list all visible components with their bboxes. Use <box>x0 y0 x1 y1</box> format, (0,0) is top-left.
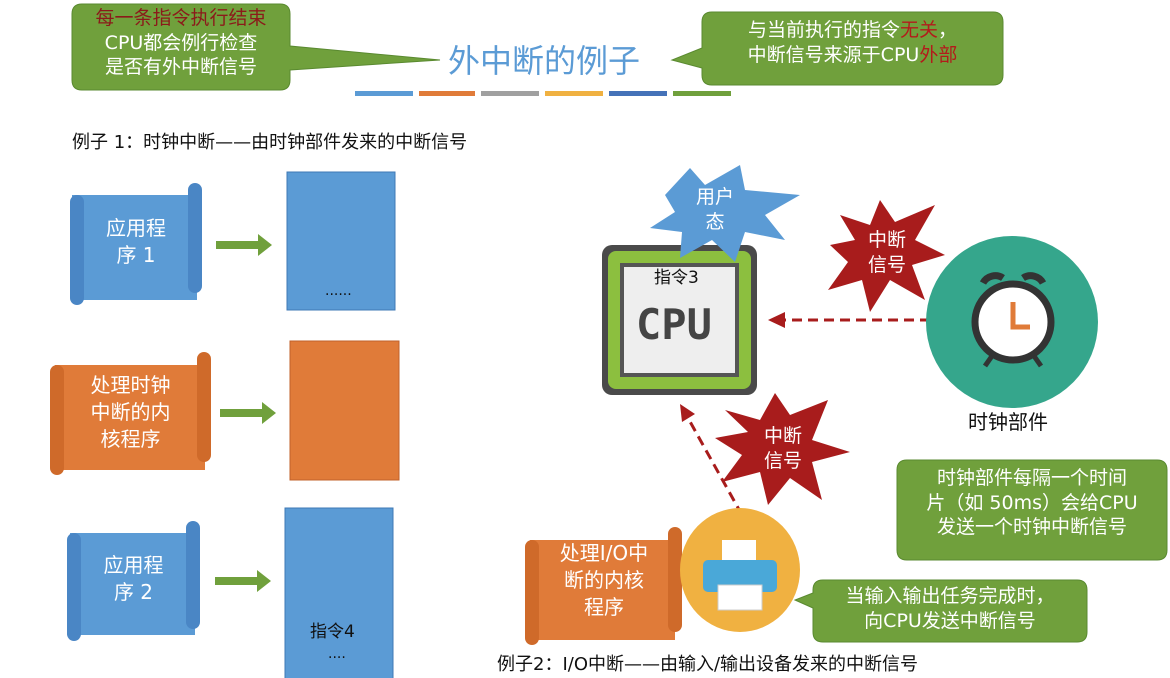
user-mode-label: 用户态 <box>695 186 734 233</box>
callout-line: CPU都会例行检查 <box>104 31 258 54</box>
interrupt-arrow-io <box>680 404 744 516</box>
scroll-io-handler-label: 处理I/O中断的内核程序 <box>559 541 649 619</box>
scroll-app-1-label: 应用程序 1 <box>106 216 166 267</box>
user-mode-burst <box>650 165 800 262</box>
scroll-app-1 <box>70 183 202 305</box>
callout-line: 每一条指令执行结束 <box>95 7 267 29</box>
printer-icon <box>680 508 800 632</box>
instruction-3-label: 指令3 <box>654 268 699 288</box>
interrupt-arrow-clock <box>768 312 930 328</box>
example2-heading: 例子2：I/O中断——由输入/输出设备发来的中断信号 <box>497 654 919 675</box>
top-right-callout-text: 与当前执行的指令无关， 中断信号来源于CPU外部 <box>704 18 1001 67</box>
interrupt-signal-label-clock: 中断信号 <box>867 229 906 276</box>
cpu-label: CPU <box>636 300 712 349</box>
top-left-callout-text: 每一条指令执行结束 CPU都会例行检查 是否有外中断信号 <box>74 6 288 80</box>
memory-block-handler <box>289 340 400 481</box>
scroll-clock-handler-label: 处理时钟中断的内核程序 <box>90 373 171 451</box>
memory-block-app-2 <box>284 507 394 678</box>
memory-block-ellipsis-2: .... <box>328 646 346 662</box>
title-underline-bars <box>355 91 731 96</box>
alarm-clock-icon <box>926 236 1098 408</box>
clock-callout-bubble <box>896 459 1168 561</box>
cpu-chip-icon <box>602 245 757 395</box>
io-callout-text: 当输入输出任务完成时，向CPU发送中断信号 <box>845 585 1055 632</box>
scroll-io-handler <box>525 527 682 645</box>
callout-line: 是否有外中断信号 <box>104 56 257 79</box>
callout-text: 中断信号来源于CPU <box>747 43 920 66</box>
interrupt-burst-io <box>715 393 850 505</box>
scroll-app-2-label: 应用程序 2 <box>103 553 164 604</box>
clock-label: 时钟部件 <box>968 410 1048 434</box>
callout-text: 与当前执行的指令 <box>747 19 900 41</box>
callout-highlight: 无关 <box>899 19 938 41</box>
io-callout-bubble <box>793 579 1088 643</box>
interrupt-burst-clock <box>828 200 945 312</box>
memory-block-ellipsis: ...... <box>325 283 352 299</box>
callout-highlight: 外部 <box>919 43 958 66</box>
instruction-4-label: 指令4 <box>310 622 355 642</box>
scroll-app-2 <box>67 521 200 641</box>
example1-heading: 例子 1：时钟中断——由时钟部件发来的中断信号 <box>72 132 468 153</box>
flow-arrows <box>215 234 276 592</box>
callout-text: ， <box>938 19 958 41</box>
page-title: 外中断的例子 <box>448 42 641 80</box>
interrupt-signal-label-io: 中断信号 <box>763 425 802 472</box>
top-left-callout-bubble <box>71 3 441 91</box>
scroll-clock-handler <box>50 352 211 475</box>
top-right-callout-bubble <box>670 11 1004 86</box>
memory-block-app-1 <box>286 171 396 311</box>
